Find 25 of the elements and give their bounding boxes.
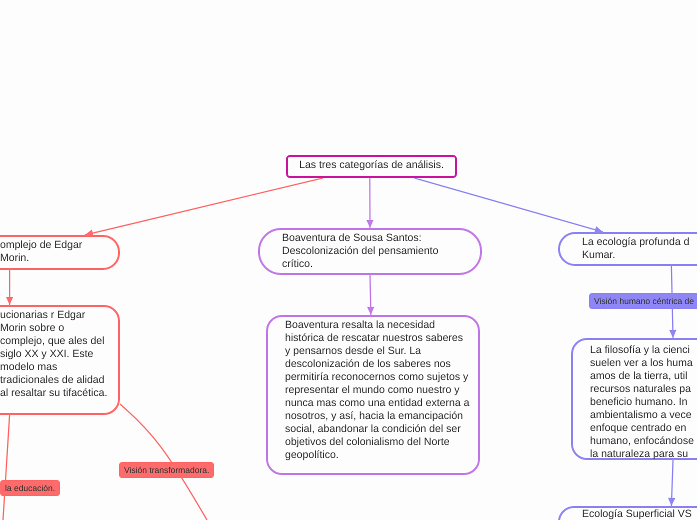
arrow: [6, 270, 14, 305]
topic-text: Boaventura de Sousa Santos: Descolonización del pensamiento crítico.: [282, 232, 440, 271]
topic-box: [0, 305, 120, 415]
topic-text: ucionarias r Edgar Morin sobre o complejo, que ales del siglo XX y XXI. Este modelo mas tradicionales de alidad al resaltar su tifacética.: [0, 309, 108, 400]
edge-label: Visión transformadora.: [119, 462, 214, 478]
topic-text: Las tres categorías de análisis.: [298, 159, 445, 172]
topic-text: Boaventura resalta la necesidad histórica de rescatar nuestros saberes y pensarnos desde el Sur. La descolonización de los saberes nos permitiría reconocernos como sujetos y representar el mundo como nuestro y nunca mas como una entidad externa a nosotros, y así, hacia la emancipación social, abandonar la condición del ser objetivos del colonialismo del Norte geopolítico.: [285, 319, 470, 462]
topic-text: La filosofía y la cienci suelen ver a los huma amos de la tierra, util recursos naturales pa beneficio humano. In ambientalismo a vece enfoque centrado en humano, enfocándose la naturaleza para su: [590, 344, 695, 461]
arrow: [414, 177, 604, 234]
topic-box: [258, 228, 482, 275]
edge-label: Visión humano céntrica de: [589, 293, 697, 309]
arrow: [367, 274, 374, 316]
topic-box: [558, 232, 697, 266]
arrow: [366, 178, 374, 228]
arrow: [84, 177, 324, 237]
edge-label: la educación.: [0, 480, 60, 496]
topic-text: Ecología Superficial VS: [582, 508, 693, 520]
connector-line: [120, 404, 208, 520]
topic-box: [571, 338, 697, 460]
topic-box: [0, 235, 120, 270]
topic-text: omplejo de Edgar Morin.: [0, 239, 84, 265]
topic-box: [286, 155, 457, 178]
topic-text: La ecología profunda d Kumar.: [582, 236, 690, 262]
topic-box: [266, 315, 480, 475]
arrow: [668, 460, 676, 506]
